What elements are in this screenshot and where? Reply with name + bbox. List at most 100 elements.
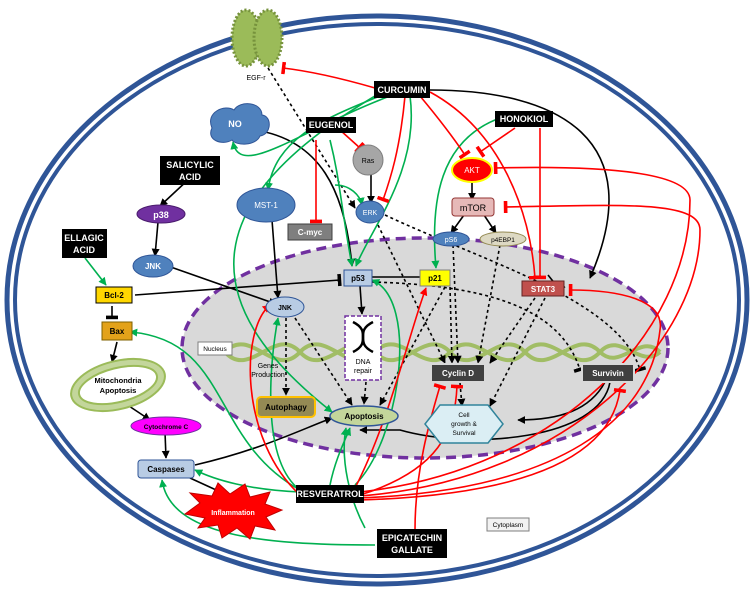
edge-curcumin-akt: [419, 95, 471, 160]
cmyc-node: [287, 223, 333, 241]
dna-repair-label-2: repair: [354, 368, 373, 375]
salicylic-label-1: SALICYLIC: [166, 160, 214, 170]
genes-label-1: Genes: [258, 363, 279, 370]
cytoplasm-tag: [486, 517, 530, 532]
edge-resv-casp: [194, 469, 301, 493]
edge-curcumin-mst1: [265, 95, 381, 191]
edge-curcumin-stat3: [429, 89, 610, 279]
akt-node: [451, 157, 493, 183]
mst1-label: MST-1: [254, 201, 278, 210]
p21-node: [419, 269, 451, 287]
ras-node: [352, 144, 384, 176]
honokiol-label: HONOKIOL: [500, 114, 549, 124]
cell-growth-label-2: growth &: [451, 421, 477, 428]
cyclin-d-node: [430, 363, 486, 383]
bax-node: [101, 321, 133, 341]
bcl2-node: [95, 286, 133, 304]
edge-bax-mito: [109, 341, 118, 363]
inflammation-label: Inflammation: [211, 510, 255, 517]
edge-resv-p53: [354, 279, 401, 486]
edge-curcumin-erk: [376, 95, 406, 204]
p38-node: [136, 204, 186, 224]
curcumin-box: [374, 81, 430, 98]
mito-label-1: Mitochondria: [94, 376, 142, 385]
edge-p53-dna: [357, 285, 366, 315]
survivin-label: Survivin: [592, 369, 624, 378]
edge-resv-akt: [359, 161, 691, 493]
jnk-nuc-label: JNK: [278, 305, 292, 312]
eugenol-label: EUGENOL: [309, 120, 354, 130]
edge-p53-survivin: [371, 281, 587, 373]
egf-receptor: [230, 8, 284, 68]
edge-epigall-apop: [340, 427, 366, 529]
edge-resv-stat3: [359, 283, 662, 499]
jnk-nuc-node: [265, 296, 305, 318]
edge-curcumin-egfr: [281, 61, 376, 89]
honokiol-box: [495, 111, 553, 127]
jnk-cyto-label: JNK: [145, 262, 161, 271]
mst1-node: [236, 187, 296, 223]
resveratrol-box: [296, 485, 364, 503]
autophagy-node: [256, 396, 316, 418]
bax-label: Bax: [110, 327, 125, 336]
ellagic-label-2: ACID: [73, 245, 95, 255]
akt-label: AKT: [464, 166, 480, 175]
cell-growth-node: [424, 404, 504, 444]
mitochondria: Mitochondria Apoptosis: [70, 357, 166, 413]
nucleus-tag: [197, 341, 233, 356]
edge-curcumin-apop: [233, 95, 376, 413]
genes-label-2: Production: [251, 372, 285, 379]
edge-cyclind-cellgrowth: [457, 382, 466, 407]
edge-cyto-casp: [161, 431, 170, 459]
stat3-node: [521, 280, 565, 297]
edge-epigall-cyclind: [414, 383, 447, 531]
edge-resv-mtor: [359, 200, 701, 497]
survivin-node: [581, 363, 635, 383]
edge-no-p53: [254, 129, 356, 267]
edge-dna-apop: [360, 381, 369, 405]
stat3-label: STAT3: [531, 285, 556, 294]
cell-growth-label-3: Survival: [452, 430, 476, 437]
caspases-label: Caspases: [147, 465, 185, 474]
mtor-label: mTOR: [460, 203, 487, 213]
edge-resv-jnknuc: [249, 304, 301, 496]
edge-mtor-ps6: [450, 214, 465, 234]
edge-eugenol-erk: [334, 184, 365, 206]
edge-bcl2-p53: [134, 273, 342, 296]
edge-eugenol-p53: [329, 139, 355, 267]
edge-erk-cyclind: [377, 224, 446, 364]
epicatechin-label-2: GALLATE: [391, 545, 433, 555]
edge-resv-bax: [129, 328, 301, 491]
ellagic-box: [62, 229, 107, 258]
edge-p38-jnk: [151, 221, 160, 257]
erk-node: [355, 200, 385, 224]
ellagic-label-1: ELLAGIC: [64, 233, 104, 243]
edge-stat3-cyclind: [489, 297, 536, 364]
eugenol-box: [306, 117, 356, 133]
dna-repair-icon: [352, 320, 374, 354]
dna-repair-box: [344, 315, 382, 381]
edge-curcumin-no: [230, 95, 391, 157]
dna-repair-label-1: DNA: [356, 359, 371, 366]
p38-label: p38: [153, 210, 169, 220]
edge-p21-cyclind: [447, 286, 456, 364]
cytochrome-node: [130, 416, 202, 436]
epicatechin-box: [377, 529, 447, 558]
curcumin-label: CURCUMIN: [378, 85, 427, 95]
mtor-node: [451, 197, 495, 217]
edge-mtor-p4ebp1: [483, 214, 497, 234]
edge-resv-survivin: [359, 387, 627, 501]
resveratrol-label: RESVERATROL: [296, 489, 364, 499]
erk-label: ERK: [363, 210, 378, 217]
no-cloud: NO: [210, 103, 270, 145]
cytochrome-label: Cytochrome C: [144, 424, 189, 431]
edge-resv-cyclind: [359, 384, 464, 496]
apoptosis-label: Apoptosis: [344, 412, 384, 421]
edge-survivin-apop: [359, 381, 611, 441]
edge-p4ebp1-cyclind: [475, 244, 501, 364]
edge-curcumin-p53: [354, 95, 413, 267]
ras-label: Ras: [362, 158, 375, 165]
nucleus-label: Nucleus: [203, 346, 227, 353]
edge-casp-apop: [194, 416, 333, 466]
